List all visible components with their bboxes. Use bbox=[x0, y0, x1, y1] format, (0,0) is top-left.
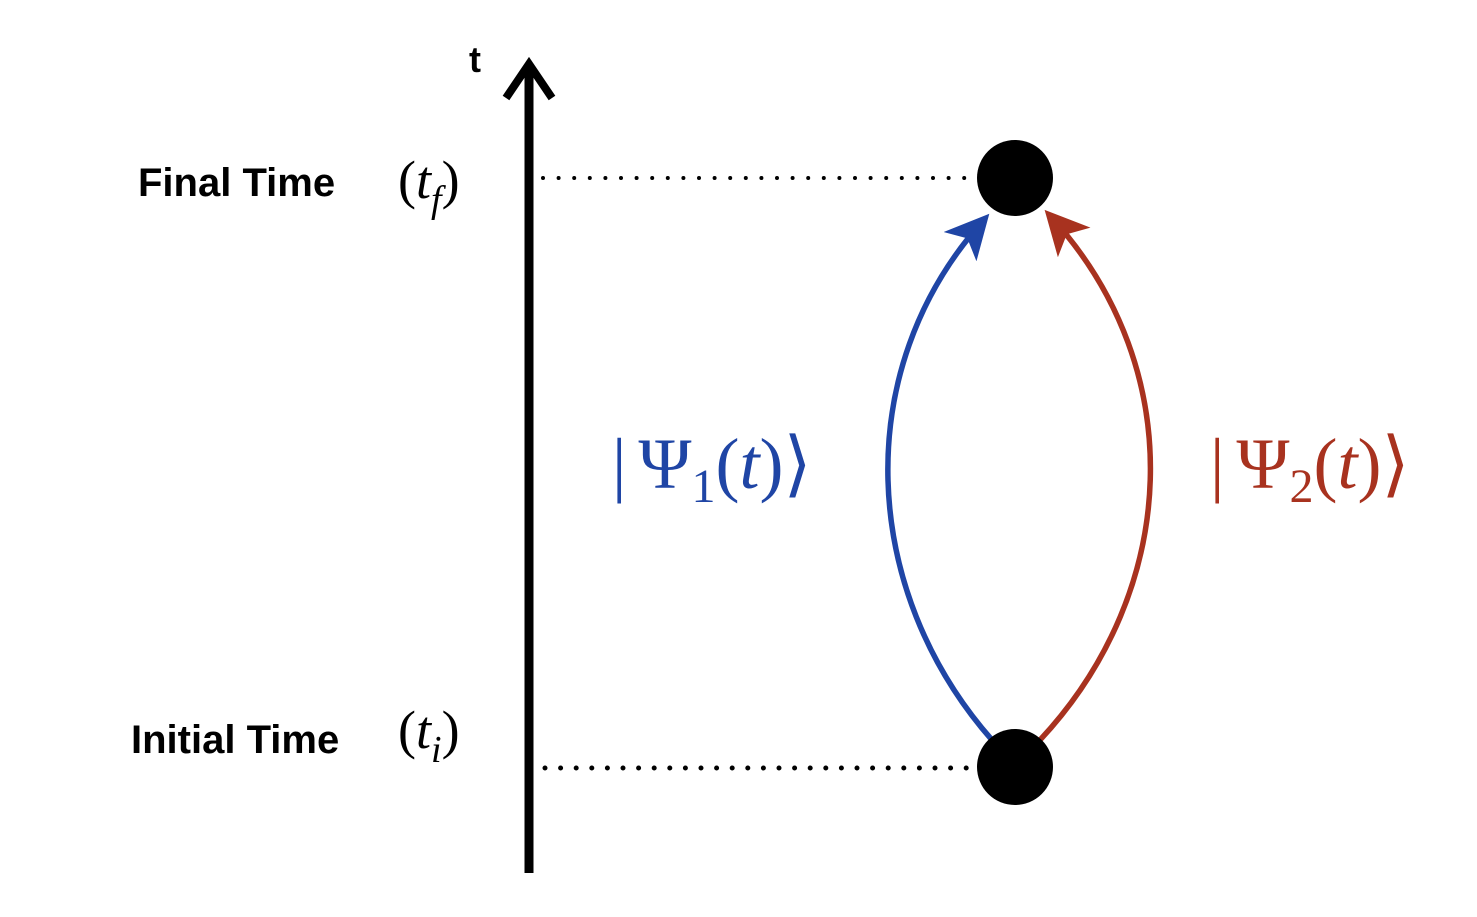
final-time-label: Final Time bbox=[138, 161, 335, 205]
initial-time-symbol: (ti) bbox=[398, 700, 460, 771]
psi1-paren-open: ( bbox=[716, 424, 740, 504]
psi1-bar: | bbox=[612, 424, 626, 504]
initial-time-var: t bbox=[416, 700, 433, 760]
psi2-sub: 2 bbox=[1290, 460, 1314, 513]
psi2-bar: | bbox=[1210, 424, 1224, 504]
psi1-var: t bbox=[740, 424, 762, 504]
initial-time-paren-open: ( bbox=[398, 700, 416, 760]
psi2-greek: Ψ bbox=[1236, 424, 1289, 504]
time-axis-label: t bbox=[469, 39, 481, 80]
initial-state-dot bbox=[977, 729, 1053, 805]
final-state-dot bbox=[977, 140, 1053, 216]
psi1-path-curve bbox=[885, 213, 995, 742]
psi2-paren-open: ( bbox=[1314, 424, 1338, 504]
initial-time-sub: i bbox=[431, 729, 442, 771]
psi1-close: )⟩ bbox=[760, 424, 812, 504]
psi1-label: |Ψ1(t)⟩ bbox=[612, 424, 812, 513]
psi2-label: |Ψ2(t)⟩ bbox=[1210, 424, 1410, 513]
psi1-sub: 1 bbox=[692, 460, 716, 513]
initial-time-label: Initial Time bbox=[131, 718, 339, 762]
final-time-symbol: (tf) bbox=[398, 150, 460, 221]
psi2-var: t bbox=[1338, 424, 1360, 504]
time-axis-arrowhead bbox=[502, 56, 556, 101]
final-time-paren-close: ) bbox=[442, 150, 460, 210]
psi2-path-curve bbox=[1037, 209, 1154, 742]
psi1-greek: Ψ bbox=[638, 424, 691, 504]
final-time-var: t bbox=[416, 150, 433, 210]
initial-time-paren-close: ) bbox=[442, 700, 460, 760]
final-time-paren-open: ( bbox=[398, 150, 416, 210]
psi2-close: )⟩ bbox=[1358, 424, 1410, 504]
